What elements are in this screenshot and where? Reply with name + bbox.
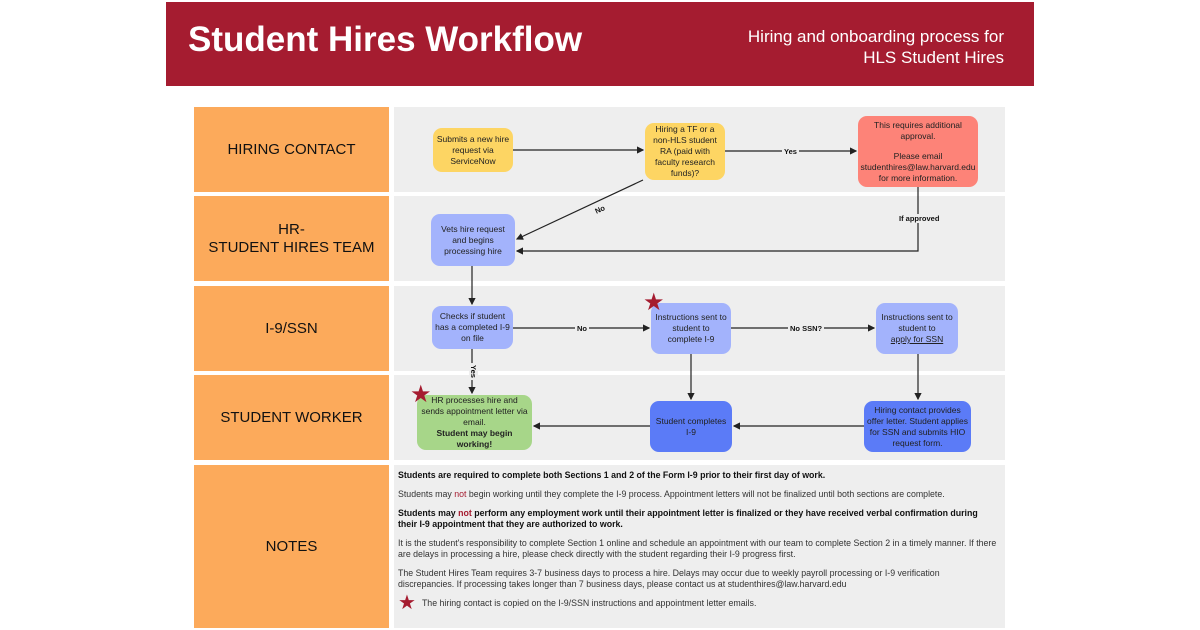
node-decision-tf-ra: Hiring a TF or a non-HLS student RA (pai… (645, 123, 725, 180)
edge-label-if-approved: If approved (897, 214, 942, 223)
note-2: Students may not begin working until the… (398, 489, 945, 499)
star-icon: ★ (643, 289, 665, 316)
node-vets-hire: Vets hire request and begins processing … (431, 214, 515, 266)
page-title: Student Hires Workflow (188, 20, 583, 59)
lane-notes: NOTES (194, 465, 389, 628)
star-icon: ★ (398, 592, 416, 614)
edge-label-no-i9: No (575, 324, 589, 333)
star-icon: ★ (410, 381, 432, 408)
lane-i9-ssn: I-9/SSN (194, 286, 389, 371)
note-1: Students are required to complete both S… (398, 470, 826, 480)
header-banner: Student Hires Workflow Hiring and onboar… (166, 2, 1034, 86)
node-student-completes-i9: Student completes I-9 (650, 401, 732, 452)
note-4: It is the student's responsibility to co… (398, 538, 997, 559)
node-hr-processes: HR processes hire and sends appointment … (417, 395, 532, 450)
notes-area (394, 465, 1005, 628)
node-check-i9: Checks if student has a completed I-9 on… (432, 306, 513, 349)
lane-hiring-contact: HIRING CONTACT (194, 107, 389, 192)
node-additional-approval: This requires additional approval.Please… (858, 116, 978, 187)
node-instructions-i9: Instructions sent to student to complete… (651, 303, 731, 354)
node-submit-request: Submits a new hire request via ServiceNo… (433, 128, 513, 172)
lane-student-worker: STUDENT WORKER (194, 375, 389, 460)
note-3: Students may not perform any employment … (398, 508, 978, 529)
edge-label-yes: Yes (782, 147, 799, 156)
edge-label-no-ssn: No SSN? (788, 324, 825, 333)
note-6: ★The hiring contact is copied on the I-9… (398, 592, 757, 614)
notes-text: Students are required to complete both S… (398, 470, 998, 617)
node-hiring-contact-offer: Hiring contact provides offer letter. St… (864, 401, 971, 452)
edge-label-yes-i9: Yes (468, 363, 478, 380)
apply-ssn-link[interactable]: apply for SSN (890, 334, 944, 344)
lane-hr-team: HR- STUDENT HIRES TEAM (194, 196, 389, 281)
note-5: The Student Hires Team requires 3-7 busi… (398, 568, 940, 589)
